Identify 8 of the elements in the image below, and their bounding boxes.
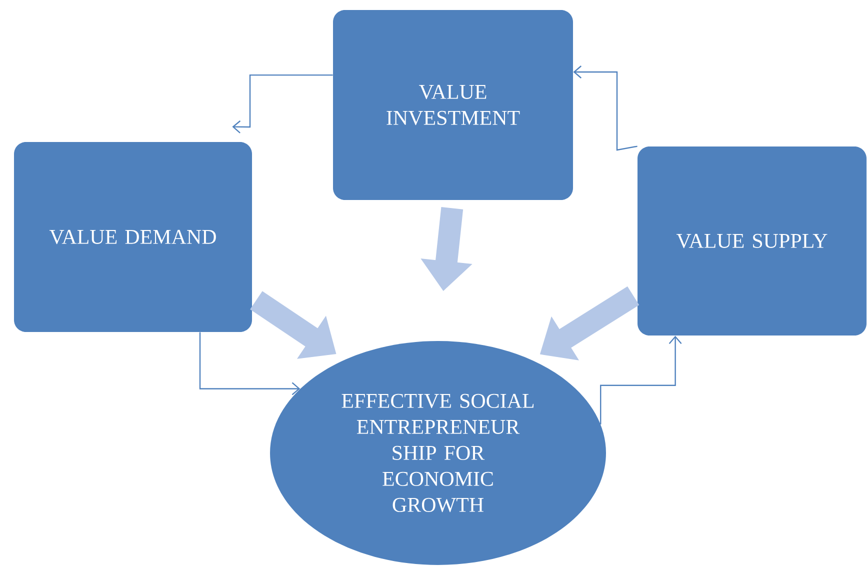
process-box: VALUE INVESTMENT: [333, 10, 573, 200]
arrow: [232, 74, 333, 134]
arrow: [573, 66, 638, 151]
arrow: [600, 336, 682, 424]
ellipse-node: EFFECTIVE SOCIAL ENTREPRENEUR SHIP FOR ECONOMIC GROWTH: [270, 341, 606, 565]
process-box: VALUE DEMAND: [14, 142, 252, 332]
arrow: [199, 332, 300, 396]
process-box: VALUE SUPPLY: [638, 146, 866, 336]
